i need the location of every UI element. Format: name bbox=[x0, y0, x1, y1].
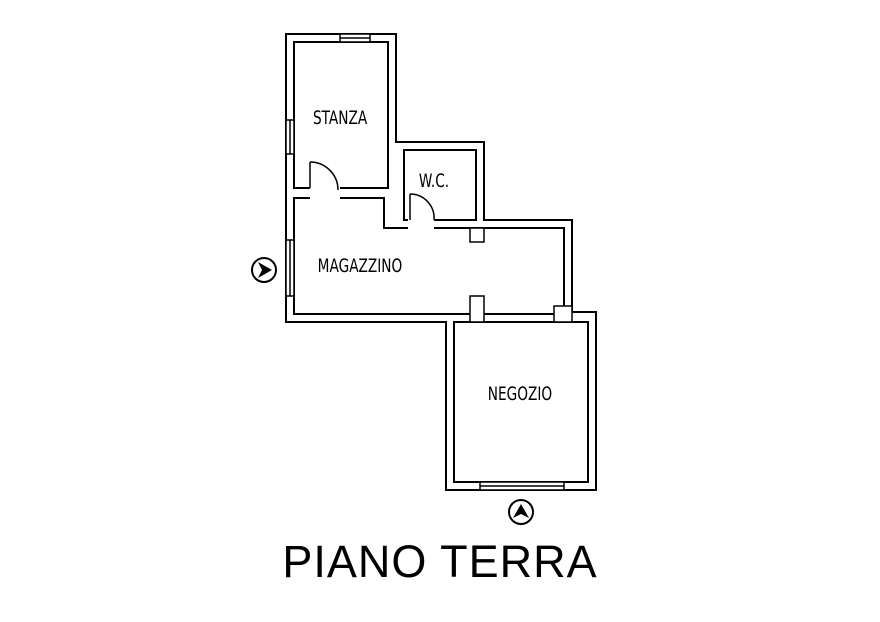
windows bbox=[285, 33, 565, 491]
page-title: PIANO TERRA bbox=[282, 536, 598, 587]
walls bbox=[285, 33, 597, 491]
door-stanza bbox=[309, 161, 340, 200]
entrance-arrow-icon bbox=[251, 257, 277, 283]
room-negozio bbox=[453, 321, 589, 483]
wall-stubs bbox=[469, 227, 573, 323]
door-wc bbox=[408, 193, 435, 230]
label-magazzino: MAGAZZINO bbox=[318, 255, 403, 277]
room-stanza bbox=[293, 41, 389, 189]
label-wc: W.C. bbox=[419, 170, 449, 192]
label-stanza: STANZA bbox=[313, 107, 368, 129]
room-wc bbox=[403, 149, 477, 221]
entrance-arrow-icon bbox=[508, 499, 534, 525]
label-negozio: NEGOZIO bbox=[488, 383, 552, 405]
room-magazzino bbox=[293, 197, 565, 315]
